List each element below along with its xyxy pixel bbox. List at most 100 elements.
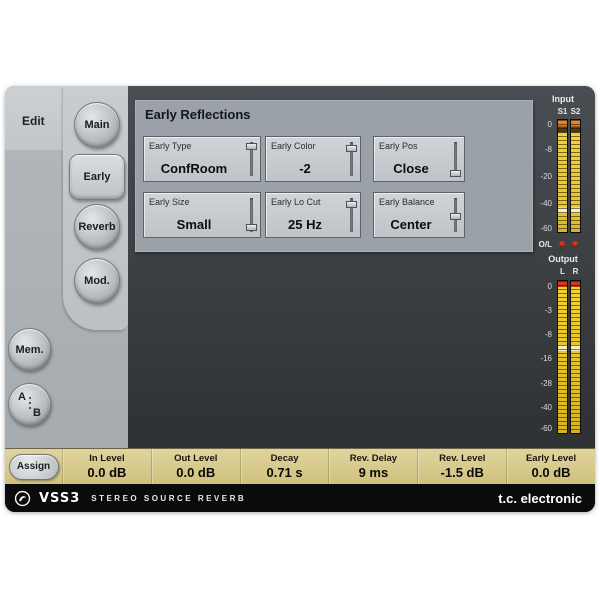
tab-early-button[interactable]: Early	[69, 154, 125, 200]
assign-button[interactable]: Assign	[8, 453, 59, 480]
param-early-color[interactable]: Early Color -2	[265, 136, 361, 182]
early-reflections-panel: Early Reflections Early Type ConfRoom Ea…	[135, 100, 533, 252]
output-meter-l	[558, 281, 567, 433]
main-area: Edit Main Early Reverb Mod. Mem. A B	[5, 86, 595, 448]
readout-label: Decay	[270, 453, 299, 464]
edit-label: Edit	[22, 114, 45, 128]
scale-tick: -40	[540, 403, 552, 413]
param-early-type-label: Early Type	[149, 141, 192, 151]
slider-thumb[interactable]	[346, 145, 357, 153]
scale-tick: -40	[540, 198, 552, 208]
scale-tick: -16	[540, 354, 552, 364]
input-meter-scale: 0 -8 -20 -40 -60	[533, 120, 554, 234]
tab-mod-button[interactable]: Mod.	[74, 258, 120, 304]
param-early-pos-value: Close	[393, 161, 429, 176]
param-early-size-slider	[246, 197, 257, 233]
mem-button[interactable]: Mem.	[8, 328, 51, 371]
ab-dots-icon	[29, 397, 31, 399]
ab-a-label: A	[18, 391, 26, 403]
readout-value: 0.0 dB	[176, 465, 216, 480]
readout-in-level: In Level 0.0 dB	[62, 449, 151, 484]
ab-compare-button[interactable]: A B	[8, 383, 51, 426]
overload-led-s2	[572, 241, 578, 247]
input-meter-title: Input	[552, 94, 574, 104]
scale-tick: -60	[540, 224, 552, 234]
slider-track	[250, 198, 253, 232]
panel-title: Early Reflections	[145, 107, 251, 122]
input-meter-s2	[571, 120, 580, 232]
plugin-window: Edit Main Early Reverb Mod. Mem. A B	[5, 86, 595, 512]
param-early-color-value: -2	[299, 161, 311, 176]
input-s1-label: S1	[557, 107, 568, 116]
slider-track	[454, 142, 457, 176]
slider-thumb[interactable]	[450, 213, 461, 221]
readout-label: Rev. Delay	[349, 453, 398, 464]
readout-early-level: Early Level 0.0 dB	[506, 449, 595, 484]
param-early-size-value: Small	[176, 217, 212, 232]
slider-track	[250, 142, 253, 176]
param-early-lo-cut-label: Early Lo Cut	[271, 197, 321, 207]
product-name: VSS3	[39, 490, 81, 506]
tab-main-label: Main	[84, 119, 110, 131]
readout-label: Early Level	[525, 453, 577, 464]
footer-bar: VSS3 STEREO SOURCE REVERB t.c. electroni…	[5, 484, 595, 512]
product-subtitle: STEREO SOURCE REVERB	[91, 493, 247, 503]
slider-track	[350, 198, 353, 232]
readout-value: 0.0 dB	[531, 465, 571, 480]
input-s2-label: S2	[570, 107, 581, 116]
scale-tick: 0	[547, 281, 552, 291]
readout-rev-delay: Rev. Delay 9 ms	[328, 449, 417, 484]
slider-thumb[interactable]	[346, 200, 357, 208]
param-early-balance-slider	[450, 197, 461, 233]
tc-electronic-wordmark: t.c. electronic	[498, 490, 582, 506]
param-early-lo-cut[interactable]: Early Lo Cut 25 Hz	[265, 192, 361, 238]
input-meter-area: 0 -8 -20 -40 -60	[533, 120, 593, 234]
scale-tick: -60	[540, 424, 552, 434]
assign-label: Assign	[16, 461, 51, 472]
param-early-pos-slider	[450, 141, 461, 177]
tab-main-button[interactable]: Main	[74, 102, 120, 148]
slider-thumb[interactable]	[450, 169, 461, 177]
output-l-label: L	[560, 267, 565, 276]
param-early-balance-label: Early Balance	[379, 197, 435, 207]
ab-b-label: B	[33, 407, 41, 419]
param-early-pos[interactable]: Early Pos Close	[373, 136, 465, 182]
status-bar: Assign In Level 0.0 dB Out Level 0.0 dB …	[5, 448, 595, 484]
tab-mod-label: Mod.	[84, 275, 110, 287]
overload-led-s1	[559, 241, 565, 247]
param-early-size[interactable]: Early Size Small	[143, 192, 261, 238]
param-early-color-label: Early Color	[271, 141, 316, 151]
slider-thumb[interactable]	[246, 142, 257, 150]
output-meter-r	[571, 281, 580, 433]
scale-tick: -8	[544, 330, 552, 340]
scale-tick: -8	[544, 144, 552, 154]
output-meter-scale: 0 -3 -8 -16 -28 -40 -60	[533, 281, 554, 433]
param-early-lo-cut-value: 25 Hz	[288, 217, 322, 232]
param-early-balance-value: Center	[390, 217, 432, 232]
mem-label: Mem.	[15, 343, 44, 356]
readout-out-level: Out Level 0.0 dB	[150, 449, 240, 484]
output-r-label: R	[572, 267, 579, 276]
readout-label: Rev. Level	[439, 453, 486, 464]
param-early-type[interactable]: Early Type ConfRoom	[143, 136, 261, 182]
overload-label: O/L	[538, 240, 552, 249]
readout-rev-level: Rev. Level -1.5 dB	[417, 449, 506, 484]
assign-cell: Assign	[5, 449, 62, 484]
tab-reverb-button[interactable]: Reverb	[74, 204, 120, 250]
sidebar: Edit Main Early Reverb Mod. Mem. A B	[5, 86, 128, 448]
param-early-balance[interactable]: Early Balance Center	[373, 192, 465, 238]
slider-track	[350, 142, 353, 176]
param-early-lo-cut-slider	[346, 197, 357, 233]
edit-page: Early Reflections Early Type ConfRoom Ea…	[128, 86, 595, 448]
tab-early-label: Early	[83, 171, 111, 183]
scale-tick: -20	[540, 171, 552, 181]
param-early-size-label: Early Size	[149, 197, 190, 207]
readout-value: -1.5 dB	[440, 465, 484, 480]
output-meter-title: Output	[548, 254, 578, 264]
readout-value: 9 ms	[358, 465, 389, 480]
param-early-pos-label: Early Pos	[379, 141, 418, 151]
param-early-type-value: ConfRoom	[160, 161, 228, 176]
readout-value: 0.71 s	[266, 465, 303, 480]
readout-label: Out Level	[174, 453, 218, 464]
slider-thumb[interactable]	[246, 224, 257, 231]
